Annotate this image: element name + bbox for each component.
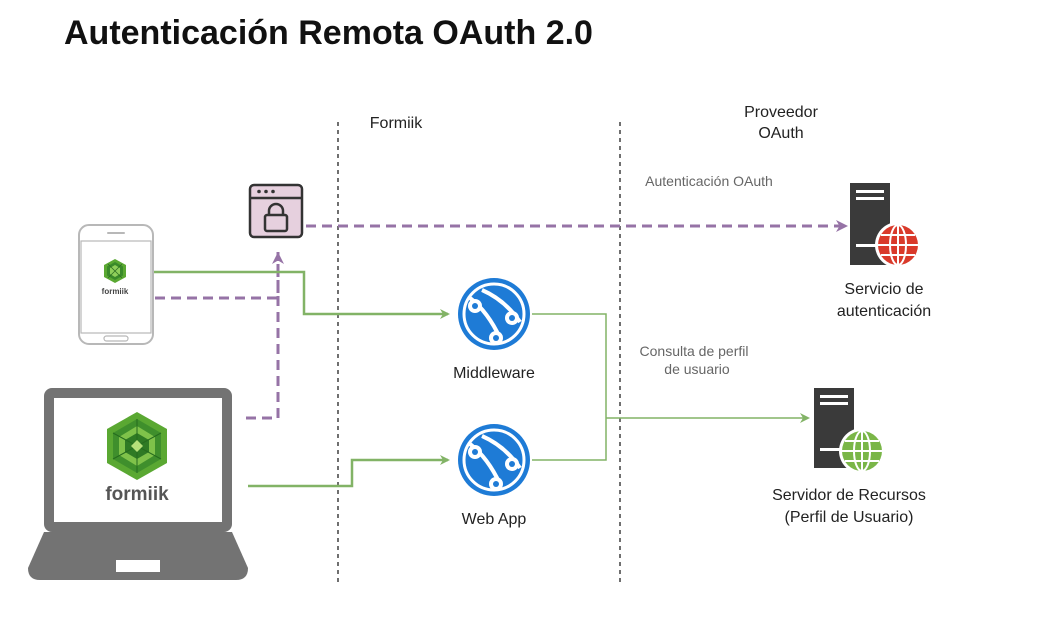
formiik-logo-large [107,412,167,480]
resource-server-icon [814,388,885,474]
resource-server-label-line1: Servidor de Recursos [772,487,926,504]
webapp-icon [458,424,530,496]
browser-login-icon [248,183,304,239]
formiik-logo-text-large: formiik [105,484,169,505]
formiik-logo-small [104,259,126,283]
zone-label-provider-line2: OAuth [758,125,803,142]
auth-service-label-line1: Servicio de [844,281,923,298]
edge-label-oauth-authentication: Autenticación OAuth [645,173,773,189]
resource-server-label-line2: (Perfil de Usuario) [785,509,914,526]
zone-label-provider-line1: Proveedor [744,104,818,121]
edge-phone-to-login [155,252,280,300]
zone-label-formiik: Formiik [370,115,423,132]
edge-label-profile-query-line2: de usuario [664,361,730,377]
laptop-device: formiik [28,388,248,580]
auth-server-icon [850,183,921,268]
formiik-logo-text-small: formiik [102,287,129,296]
auth-service-label-line2: autenticación [837,303,931,320]
edge-laptop-to-login [246,252,284,420]
edge-middleware-to-resource [532,313,607,418]
middleware-webapp-icon [458,278,530,350]
edge-phone-to-middleware [150,270,450,319]
webapp-label: Web App [462,511,527,528]
middleware-label: Middleware [453,365,535,382]
smartphone-device: formiik [78,224,154,345]
edge-laptop-to-webapp [248,455,450,488]
page-title: Autenticación Remota OAuth 2.0 [64,14,593,52]
edge-webapp-to-resource [532,418,607,461]
edge-label-profile-query-line1: Consulta de perfil [640,343,749,359]
